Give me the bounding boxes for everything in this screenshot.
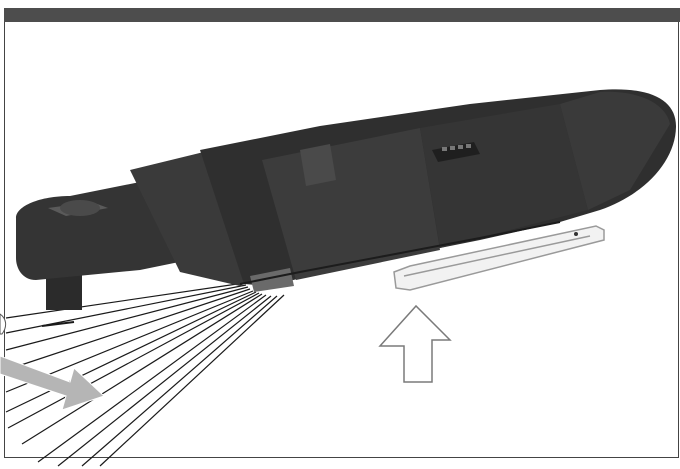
clip-accessory	[393, 225, 605, 291]
up-arrow-outline-icon	[378, 304, 452, 383]
figure-frame	[4, 22, 679, 458]
diagonal-gray-arrow-icon	[0, 355, 105, 411]
tool-body	[200, 89, 676, 292]
light-rays	[5, 282, 285, 467]
hand-edge	[0, 313, 7, 335]
header-bar	[4, 8, 680, 22]
